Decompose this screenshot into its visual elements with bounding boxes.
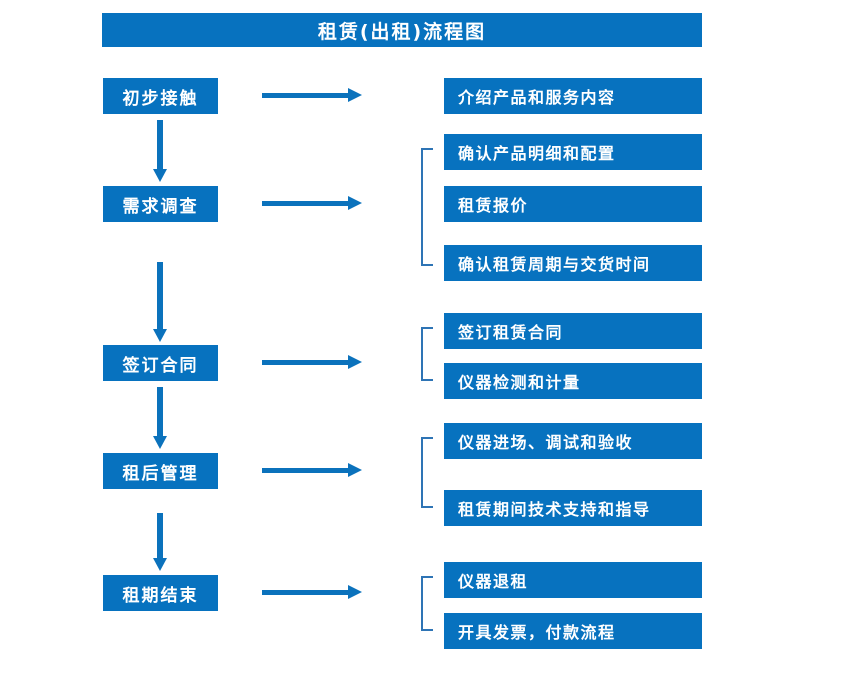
arrow-shaft [157,120,163,169]
arrow-shaft [262,201,350,206]
stage-box-lease-end[interactable]: 租期结束 [103,575,218,611]
arrow-shaft [157,262,163,329]
detail-box-instrument-inspection-metrology[interactable]: 仪器检测和计量 [444,363,702,399]
arrow-shaft [262,590,350,595]
detail-box-confirm-product-details-config[interactable]: 确认产品明细和配置 [444,134,702,170]
arrow-shaft [262,468,350,473]
arrow-right-icon [262,355,362,369]
detail-box-instrument-entry-commissioning-acceptance[interactable]: 仪器进场、调试和验收 [444,423,702,459]
detail-box-technical-support-guidance[interactable]: 租赁期间技术支持和指导 [444,490,702,526]
arrow-head [348,196,362,210]
detail-box-confirm-rental-period-delivery[interactable]: 确认租赁周期与交货时间 [444,245,702,281]
arrow-down-icon [153,262,167,342]
group-bracket-icon [421,437,433,508]
arrow-down-icon [153,513,167,571]
arrow-down-icon [153,120,167,182]
arrow-head [153,169,167,182]
arrow-down-icon [153,387,167,449]
arrow-head [348,88,362,102]
group-bracket-icon [421,576,433,631]
arrow-right-icon [262,88,362,102]
arrow-right-icon [262,585,362,599]
detail-box-sign-rental-contract[interactable]: 签订租赁合同 [444,313,702,349]
stage-box-initial-contact[interactable]: 初步接触 [103,78,218,114]
arrow-shaft [157,387,163,436]
arrow-head [153,329,167,342]
detail-box-invoice-payment-process[interactable]: 开具发票，付款流程 [444,613,702,649]
stage-box-post-rental-management[interactable]: 租后管理 [103,453,218,489]
detail-box-instrument-return[interactable]: 仪器退租 [444,562,702,598]
detail-box-introduce-products-services[interactable]: 介绍产品和服务内容 [444,78,702,114]
arrow-right-icon [262,196,362,210]
detail-box-rental-quotation[interactable]: 租赁报价 [444,186,702,222]
arrow-head [348,355,362,369]
page-title: 租赁(出租)流程图 [102,13,702,47]
arrow-head [153,436,167,449]
arrow-head [348,585,362,599]
stage-box-sign-contract[interactable]: 签订合同 [103,345,218,381]
arrow-head [153,558,167,571]
arrow-shaft [262,360,350,365]
arrow-shaft [157,513,163,558]
stage-box-needs-survey[interactable]: 需求调查 [103,186,218,222]
arrow-right-icon [262,463,362,477]
arrow-head [348,463,362,477]
group-bracket-icon [421,327,433,381]
group-bracket-icon [421,148,433,266]
arrow-shaft [262,93,350,98]
